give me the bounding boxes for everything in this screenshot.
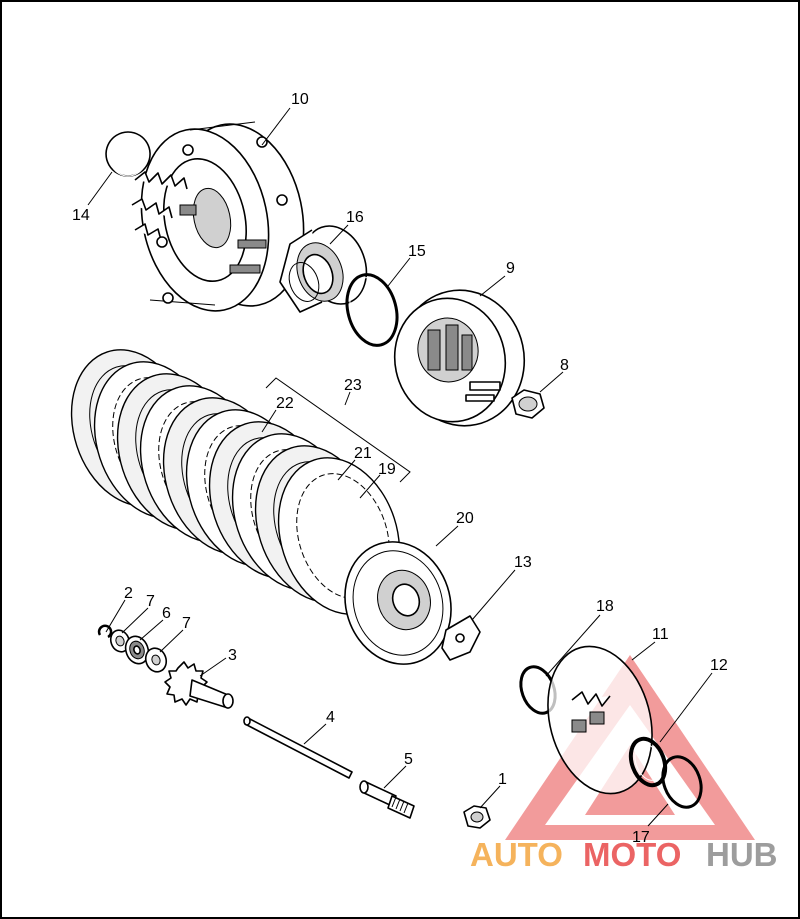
callout-9: 9 (506, 260, 515, 277)
watermark-moto: MOTO (583, 836, 681, 873)
leader-7b (159, 629, 184, 653)
callout-19: 19 (378, 461, 396, 478)
leader-14 (87, 171, 113, 206)
callout-17: 17 (632, 829, 650, 846)
callout-2: 2 (124, 585, 133, 602)
pressure-plate-part (393, 289, 526, 427)
leader-lines (87, 107, 713, 827)
retaining-ring-15-part (345, 273, 399, 347)
snap-ring-14-part (105, 131, 151, 177)
watermark-hub: HUB (706, 836, 778, 873)
washer-7b-part (144, 647, 168, 673)
washer-7a-part (109, 629, 131, 653)
leader-17 (647, 803, 669, 827)
callout-16: 16 (346, 209, 364, 226)
leader-15 (387, 257, 411, 287)
callout-8: 8 (560, 357, 569, 374)
retaining-ring-17-part (661, 755, 703, 809)
callout-21: 21 (354, 445, 372, 462)
callout-10: 10 (291, 91, 309, 108)
leader-8 (539, 371, 564, 393)
callout-7b: 7 (182, 615, 191, 632)
diaphragm-spring-part (344, 541, 452, 665)
callout-15: 15 (408, 243, 426, 260)
callout-14: 14 (72, 207, 90, 224)
callout-18: 18 (596, 598, 614, 615)
leader-10 (261, 107, 291, 146)
leader-4 (303, 723, 327, 745)
callout-3: 3 (228, 647, 237, 664)
callout-22: 22 (276, 395, 294, 412)
leader-12 (659, 672, 713, 743)
callout-7a: 7 (146, 593, 155, 610)
leader-2 (105, 599, 126, 633)
leader-21 (337, 459, 356, 481)
thrust-bearing-6-part (124, 635, 150, 665)
leader-3 (199, 657, 227, 677)
callout-11: 11 (652, 626, 669, 643)
cover-plate-part (547, 645, 653, 795)
leader-18 (545, 614, 601, 677)
callout-labels: 10 14 16 15 9 8 23 22 21 19 20 13 18 11 … (72, 91, 728, 846)
leader-20 (435, 525, 459, 547)
leader-13 (471, 569, 516, 621)
leader-11 (631, 641, 656, 661)
callout-4: 4 (326, 709, 335, 726)
leader-16 (329, 224, 349, 245)
callout-5: 5 (404, 751, 413, 768)
seal-ring-12-part (628, 736, 668, 788)
callout-12: 12 (710, 657, 728, 674)
clip-2-part (97, 624, 113, 639)
callout-1: 1 (498, 771, 507, 788)
pushrod-gear-part (164, 661, 234, 709)
pushrod-4-part (243, 716, 353, 779)
leader-22 (261, 409, 277, 433)
leader-5 (383, 765, 407, 789)
leader-23 (344, 391, 351, 406)
adjuster-plate-part (441, 615, 481, 661)
callout-23: 23 (344, 377, 362, 394)
hex-nut-1-part (463, 805, 491, 829)
leader-19 (359, 474, 381, 499)
callout-6: 6 (162, 605, 171, 622)
leader-9 (479, 275, 506, 297)
nut-8-part (511, 389, 545, 419)
leader-6 (139, 619, 164, 641)
callout-13: 13 (514, 554, 532, 571)
leader-1 (479, 785, 501, 809)
watermark-text: AUTO MOTO HUB (470, 836, 778, 873)
clutch-shell-part (131, 121, 305, 312)
bracket-23 (265, 377, 411, 483)
leader-7a (121, 607, 149, 634)
adjusting-screw-5-part (359, 780, 415, 819)
watermark-auto: AUTO (470, 836, 563, 873)
callout-20: 20 (456, 510, 474, 527)
